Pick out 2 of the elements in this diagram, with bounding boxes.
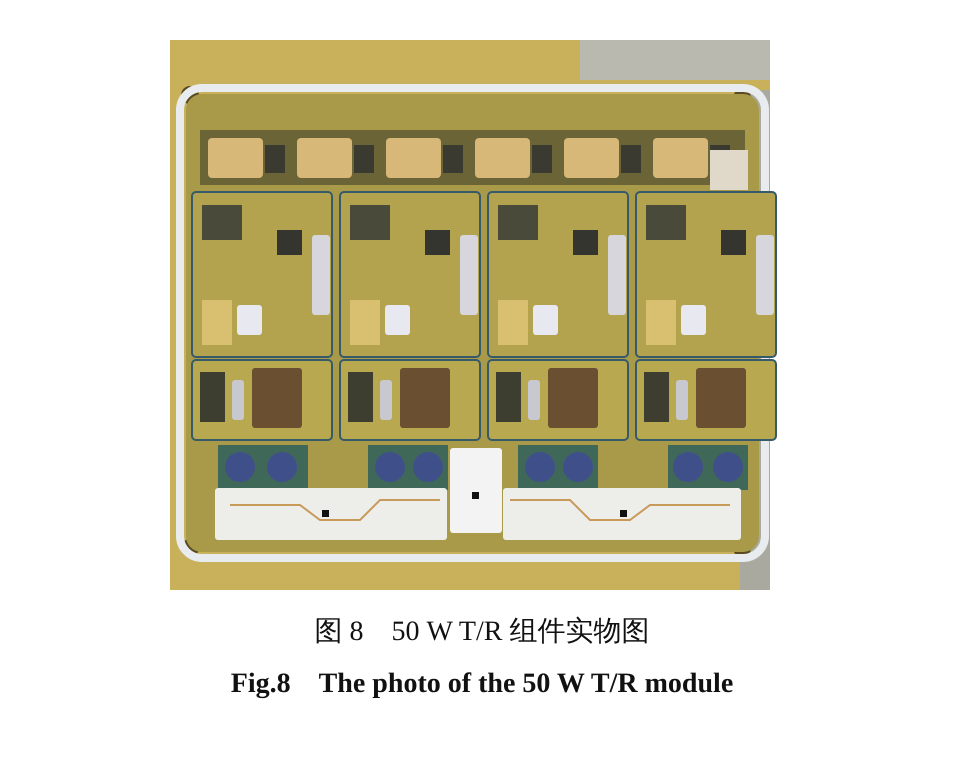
figure-caption: 图 8 50 W T/R 组件实物图 (314, 615, 650, 649)
figure-caption: Fig.8 The photo of the 50 W T/R module (230, 667, 734, 701)
